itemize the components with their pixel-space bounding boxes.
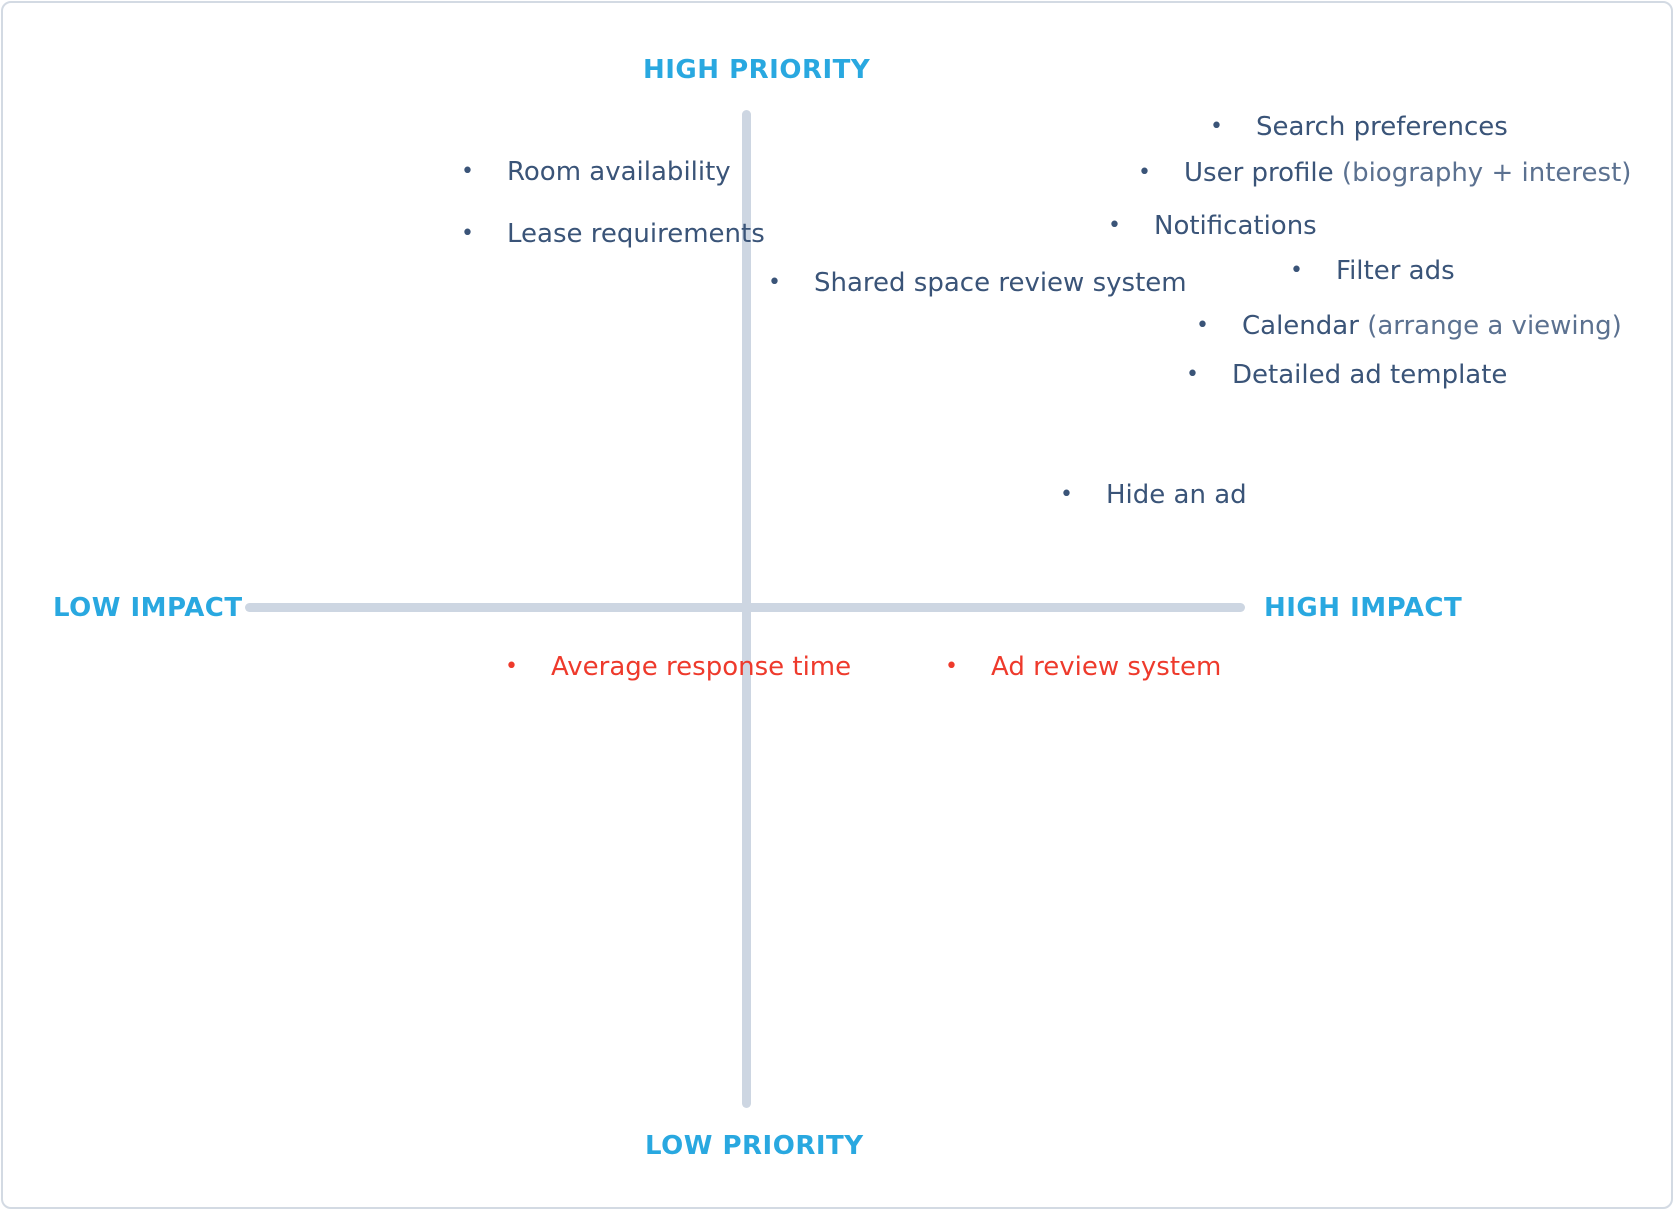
bullet-icon: •: [1108, 213, 1121, 238]
item-label: Ad review system: [991, 652, 1222, 682]
item-label-group: User profile (biography + interest): [1184, 158, 1631, 188]
bullet-icon: •: [1290, 258, 1303, 283]
bullet-icon: •: [1186, 362, 1199, 387]
impact-axis: [245, 603, 1245, 612]
item-label: Shared space review system: [814, 268, 1187, 298]
axis-label-high-priority: HIGH PRIORITY: [643, 55, 871, 85]
bullet-icon: •: [945, 654, 958, 679]
item-label: Notifications: [1154, 211, 1317, 241]
item-label: Calendar: [1242, 311, 1359, 341]
bullet-icon: •: [1196, 313, 1209, 338]
axis-label-high-impact: HIGH IMPACT: [1264, 593, 1463, 623]
axis-label-low-priority: LOW PRIORITY: [645, 1131, 864, 1161]
item-label: User profile: [1184, 158, 1334, 188]
item-label: Search preferences: [1256, 112, 1508, 142]
item-label: Detailed ad template: [1232, 360, 1508, 390]
item-note: (arrange a viewing): [1367, 311, 1622, 341]
item-label: Average response time: [551, 652, 852, 682]
item-label: Hide an ad: [1106, 480, 1247, 510]
bullet-icon: •: [1060, 482, 1073, 507]
bullet-icon: •: [768, 270, 781, 295]
bullet-icon: •: [1138, 160, 1151, 185]
bullet-icon: •: [1210, 114, 1223, 139]
item-label: Room availability: [507, 157, 731, 187]
bullet-icon: •: [461, 221, 474, 246]
bullet-icon: •: [505, 654, 518, 679]
item-label-group: Calendar (arrange a viewing): [1242, 311, 1622, 341]
item-label: Lease requirements: [507, 219, 765, 249]
item-label: Filter ads: [1336, 256, 1455, 286]
bullet-icon: •: [461, 159, 474, 184]
item-note: (biography + interest): [1341, 158, 1632, 188]
axis-label-low-impact: LOW IMPACT: [53, 593, 243, 623]
